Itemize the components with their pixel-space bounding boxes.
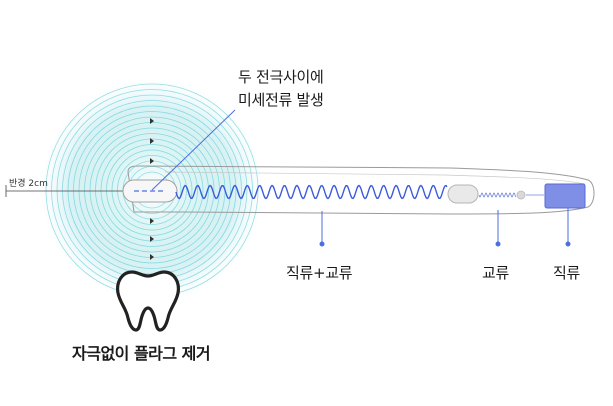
field-ring bbox=[100, 138, 204, 242]
callout-lines bbox=[319, 208, 571, 247]
field-ring bbox=[95, 133, 209, 247]
dc-ac-label: 직류+교류 bbox=[286, 264, 353, 282]
battery-icon bbox=[544, 183, 586, 209]
dc-label: 직류 bbox=[553, 264, 581, 282]
tooth-caption: 자극없이 플라그 제거 bbox=[72, 344, 211, 363]
toothbrush-body bbox=[127, 165, 595, 215]
electrode-title-line1: 두 전극사이에 bbox=[238, 68, 324, 86]
current-wave bbox=[175, 184, 448, 200]
middle-electrode bbox=[447, 184, 479, 204]
ac-label: 교류 bbox=[482, 264, 510, 282]
field-ring bbox=[111, 149, 193, 231]
field-ring bbox=[117, 155, 187, 225]
radius-label: 반경 2cm bbox=[9, 179, 48, 189]
field-arrows bbox=[150, 118, 154, 260]
field-ring bbox=[89, 127, 215, 253]
tooth-icon bbox=[116, 270, 180, 332]
electrode-title-line2: 미세전류 발생 bbox=[238, 91, 324, 109]
electrode-leader bbox=[151, 109, 236, 191]
field-ring bbox=[73, 111, 231, 269]
field-ring bbox=[106, 144, 198, 236]
